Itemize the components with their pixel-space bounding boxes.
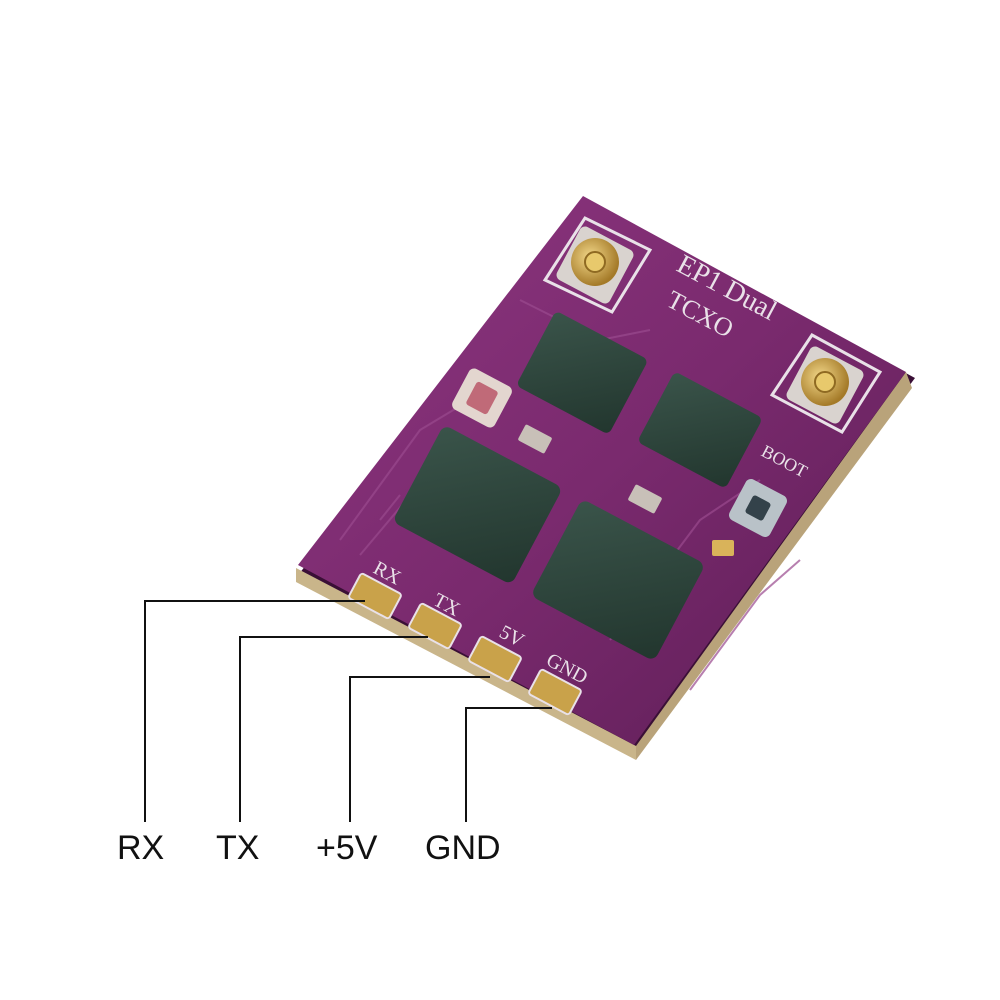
chip-2 (639, 373, 761, 487)
chip-4 (533, 501, 703, 659)
pin-label-vcc: +5V (316, 829, 378, 867)
pcb-board (296, 196, 915, 760)
pad-5v (468, 635, 522, 683)
pad-gnd (528, 668, 582, 716)
pin-label-gnd: GND (425, 829, 501, 867)
antenna-connector-1 (542, 216, 653, 314)
solder-pads (348, 572, 582, 716)
chip-3 (394, 427, 561, 583)
pin-label-rx: RX (117, 829, 165, 867)
pin-label-tx: TX (216, 829, 260, 867)
pad-tx (408, 602, 462, 650)
vcc-leader-line (349, 676, 490, 822)
pcb-top (298, 196, 906, 745)
rx-leader-line (144, 600, 365, 822)
pad-rx (348, 572, 402, 620)
boot-button (729, 479, 787, 537)
leader-lines (144, 600, 552, 822)
chip-1 (518, 312, 647, 433)
gnd-leader-line (465, 707, 552, 822)
pcb-edge-right (636, 372, 912, 760)
smd-parts (518, 424, 734, 556)
led (452, 368, 512, 428)
tx-leader-line (239, 636, 428, 822)
antenna-connector-2 (769, 333, 883, 434)
